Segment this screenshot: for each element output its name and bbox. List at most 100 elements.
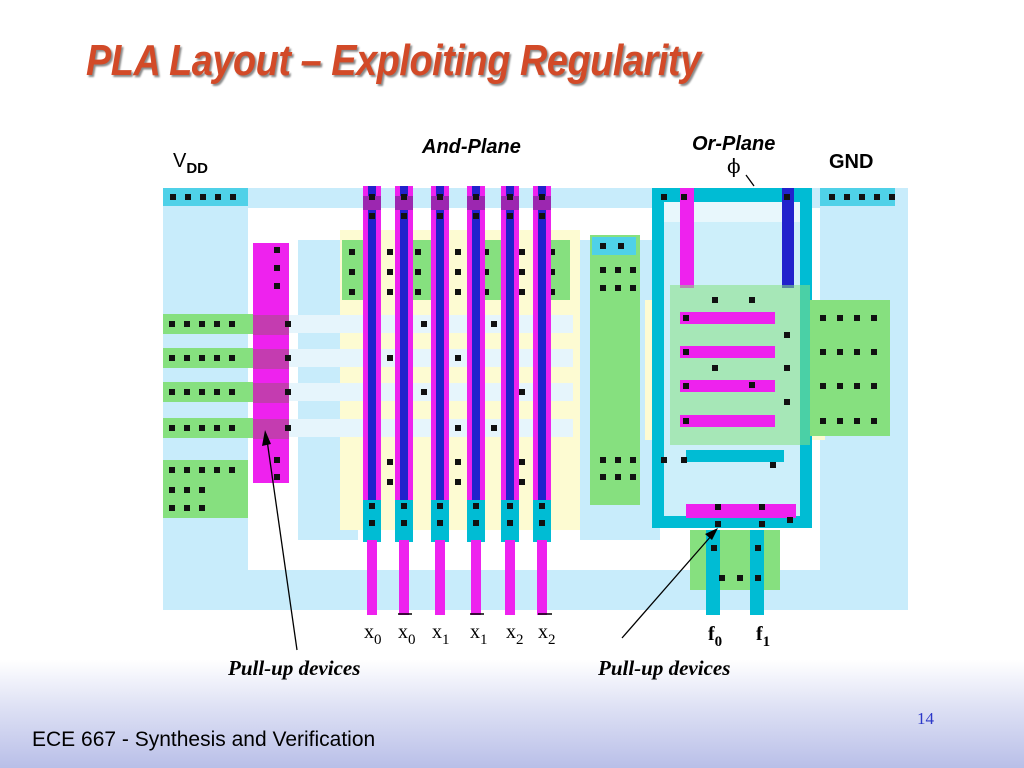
gnd-rail-contact	[889, 194, 895, 200]
mid-contact	[600, 267, 606, 273]
input-contact	[473, 194, 479, 200]
and-program-contact	[387, 355, 393, 361]
vdd-rail-contact	[185, 194, 191, 200]
output-label-1: f1	[756, 623, 770, 650]
pullup-contact	[214, 389, 220, 395]
or-program-contact	[749, 297, 755, 303]
pullup-gate	[253, 349, 289, 369]
or-program-contact	[784, 365, 790, 371]
gnd-contact	[871, 418, 877, 424]
poly-contact	[274, 457, 280, 463]
gnd-contact	[837, 383, 843, 389]
pullup-diffusion-row	[163, 348, 253, 368]
input-stub-4	[505, 540, 515, 615]
f1-line	[750, 530, 764, 615]
or-row-poly	[680, 415, 775, 427]
pullup-gate	[253, 383, 289, 403]
or-metal-left	[652, 188, 664, 528]
gnd-rail-contact	[874, 194, 880, 200]
and-contact	[519, 249, 525, 255]
pullup-contact	[229, 389, 235, 395]
gnd-contact	[871, 383, 877, 389]
and-contact	[455, 479, 461, 485]
input-contact	[473, 503, 479, 509]
or-inner-top	[664, 202, 800, 222]
poly-contact	[274, 247, 280, 253]
pullup-contact	[199, 467, 205, 473]
input-stub-0	[367, 540, 377, 615]
input-label-0: x0	[364, 621, 382, 648]
input-stub-3	[471, 540, 481, 615]
and-contact	[519, 269, 525, 275]
and-contact	[549, 249, 555, 255]
and-contact	[549, 289, 555, 295]
or-contact	[787, 517, 793, 523]
input-label-4: x2	[506, 621, 524, 648]
pullup-contact	[184, 425, 190, 431]
or-row-contact	[683, 418, 689, 424]
input-stub-2	[435, 540, 445, 615]
and-contact	[519, 459, 525, 465]
and-contact	[455, 249, 461, 255]
input-contact	[437, 520, 443, 526]
pullup-contact	[214, 321, 220, 327]
pullup-contact	[169, 505, 175, 511]
and-contact	[483, 249, 489, 255]
or-contact	[715, 521, 721, 527]
mid-contact	[600, 474, 606, 480]
and-contact	[349, 269, 355, 275]
pullup-out-contact	[755, 575, 761, 581]
pullup-contact	[199, 505, 205, 511]
or-contact	[770, 462, 776, 468]
and-contact	[349, 289, 355, 295]
or-metal-blue-right	[782, 188, 794, 288]
poly-contact	[274, 474, 280, 480]
pullup-contact	[184, 321, 190, 327]
and-program-contact	[519, 389, 525, 395]
pullup-contact	[199, 389, 205, 395]
or-row-contact	[683, 349, 689, 355]
gnd-contact	[820, 383, 826, 389]
input-top-pad	[363, 196, 381, 210]
input-metal-line-4	[506, 186, 514, 516]
or-pullup-diffusion	[690, 530, 780, 590]
layout-layers	[163, 186, 908, 615]
f0-line	[706, 530, 720, 615]
pullup-contact	[184, 355, 190, 361]
and-contact	[415, 289, 421, 295]
pullup-contact	[229, 425, 235, 431]
gnd-contact	[854, 349, 860, 355]
and-program-contact	[455, 425, 461, 431]
input-top-pad	[395, 196, 413, 210]
and-contact	[387, 459, 393, 465]
pullup-diffusion-bottom	[163, 460, 248, 518]
pullup-diffusion-row	[163, 382, 253, 402]
or-row-poly	[680, 312, 775, 324]
and-contact	[519, 479, 525, 485]
mid-contact	[630, 474, 636, 480]
gnd-contact	[854, 383, 860, 389]
footer-text: ECE 667 - Synthesis and Verification	[32, 728, 376, 751]
well-bottom-strip	[163, 570, 908, 610]
and-program-contact	[421, 389, 427, 395]
vdd-main: V	[173, 150, 187, 172]
pullup-contact	[169, 355, 175, 361]
gnd-contact	[820, 315, 826, 321]
pullup-gate	[253, 419, 289, 439]
and-program-contact	[455, 355, 461, 361]
input-metal-line-5	[538, 186, 546, 516]
slide-title: PLA Layout – Exploiting Regularity	[86, 36, 701, 85]
pullup-contact	[169, 425, 175, 431]
row-contact	[285, 389, 291, 395]
pullup-contact	[214, 467, 220, 473]
mid-contact	[600, 243, 606, 249]
pullup-contact	[169, 389, 175, 395]
mid-contact	[615, 285, 621, 291]
input-top-pad	[533, 196, 551, 210]
gnd-contact	[871, 315, 877, 321]
pullup-contact	[184, 389, 190, 395]
or-metal-bottom	[652, 516, 812, 528]
or-program-contact	[712, 365, 718, 371]
pullup-contact	[214, 355, 220, 361]
phi-label: ϕ	[727, 154, 741, 178]
